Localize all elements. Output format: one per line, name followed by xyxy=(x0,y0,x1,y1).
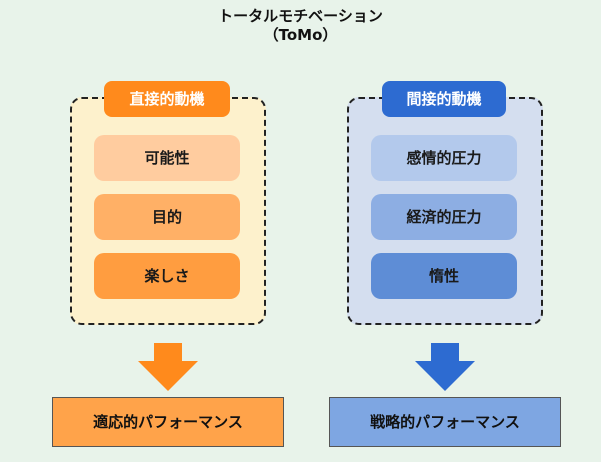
diagram-title: トータルモチベーション xyxy=(218,7,383,25)
adaptive-performance-box: 適応的パフォーマンス xyxy=(52,397,284,447)
direct-motives-label: 直接的動機 xyxy=(104,81,230,117)
indirect-item-emotional-pressure: 感情的圧力 xyxy=(371,135,517,181)
diagram-subtitle: （ToMo） xyxy=(263,26,338,44)
down-arrow-right-icon xyxy=(415,343,475,391)
down-arrow-left-icon xyxy=(138,343,198,391)
indirect-item-inertia: 惰性 xyxy=(371,253,517,299)
indirect-motives-label: 間接的動機 xyxy=(382,81,506,117)
direct-item-enjoyment: 楽しさ xyxy=(94,253,240,299)
tactical-performance-box: 戦略的パフォーマンス xyxy=(329,397,561,447)
direct-item-possibility: 可能性 xyxy=(94,135,240,181)
indirect-item-economic-pressure: 経済的圧力 xyxy=(371,194,517,240)
direct-item-purpose: 目的 xyxy=(94,194,240,240)
